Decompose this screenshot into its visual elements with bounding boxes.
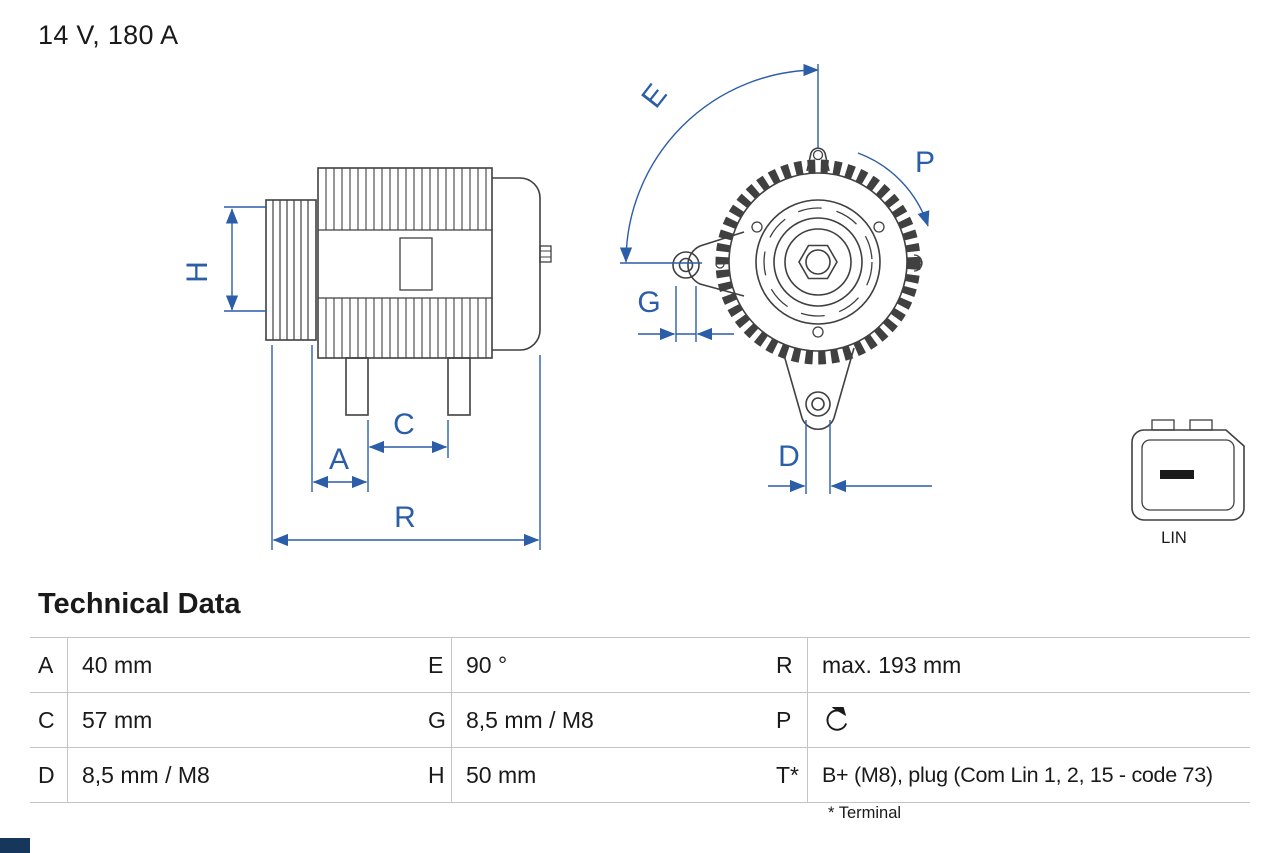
key-E: E — [420, 638, 452, 693]
dimension-labels: H A C R E G P D — [181, 78, 935, 534]
rotation-direction-icon — [826, 706, 848, 731]
value-G: 8,5 mm / M8 — [452, 693, 768, 748]
value-R: max. 193 mm — [808, 638, 1250, 693]
dimension-A — [311, 345, 369, 492]
alternator-side-view — [265, 167, 552, 416]
connector-inner-outline — [1141, 439, 1235, 511]
key-R: R — [768, 638, 808, 693]
page-title: 14 V, 180 A — [38, 20, 179, 50]
dimension-label-D: D — [778, 440, 800, 473]
left-mounting-lug — [672, 231, 745, 297]
connector-blade — [1160, 470, 1194, 479]
dimension-P-rotation-arrow — [857, 152, 930, 227]
value-T: B+ (M8), plug (Com Lin 1, 2, 15 - code 7… — [808, 748, 1250, 803]
pulley — [265, 199, 317, 341]
bottom-mounting-lug — [781, 347, 855, 430]
alternator-front-view — [672, 147, 923, 430]
rear-cover — [492, 177, 552, 351]
dimension-lines — [224, 63, 932, 550]
connector-tab-left — [1151, 419, 1175, 431]
dimension-G — [638, 286, 734, 342]
technical-data-heading: Technical Data — [38, 588, 241, 620]
connector-housing — [1131, 429, 1245, 521]
technical-data-table: A 40 mm E 90 ° R max. 193 mm C 57 mm G 8… — [30, 637, 1250, 803]
shaft-hex-nut — [798, 244, 838, 280]
value-D: 8,5 mm / M8 — [68, 748, 420, 803]
dimension-E — [619, 63, 819, 264]
connector-tab-right — [1189, 419, 1213, 431]
value-H: 50 mm — [452, 748, 768, 803]
connector-label: LIN — [1161, 529, 1187, 547]
dimension-label-P: P — [915, 146, 935, 179]
dimension-label-C: C — [393, 408, 415, 441]
connector-drawing: LIN — [1131, 419, 1245, 547]
value-A: 40 mm — [68, 638, 420, 693]
dimension-H — [224, 206, 266, 312]
mounting-feet — [345, 357, 471, 416]
dimension-R — [271, 345, 541, 550]
dimension-label-E: E — [635, 78, 673, 114]
stator-tooth-ring — [715, 159, 921, 365]
housing-body — [317, 167, 493, 359]
terminal-footnote: * Terminal — [828, 804, 902, 822]
key-A: A — [30, 638, 68, 693]
value-C: 57 mm — [68, 693, 420, 748]
right-tab — [913, 254, 923, 272]
dimension-D — [768, 420, 932, 494]
front-bearing-plate — [751, 199, 885, 338]
key-P: P — [768, 693, 808, 748]
key-T: T* — [768, 748, 808, 803]
technical-drawing: H A C R E G P D LIN — [181, 63, 1245, 550]
dimension-C — [368, 420, 449, 458]
key-C: C — [30, 693, 68, 748]
corner-accent-bar — [0, 838, 30, 853]
key-H: H — [420, 748, 452, 803]
value-E: 90 ° — [452, 638, 768, 693]
key-G: G — [420, 693, 452, 748]
dimension-label-A: A — [329, 443, 349, 476]
key-D: D — [30, 748, 68, 803]
value-P — [808, 693, 1250, 748]
dimension-label-H: H — [181, 261, 214, 283]
dimension-label-G: G — [637, 286, 660, 319]
dimension-label-R: R — [394, 501, 416, 534]
